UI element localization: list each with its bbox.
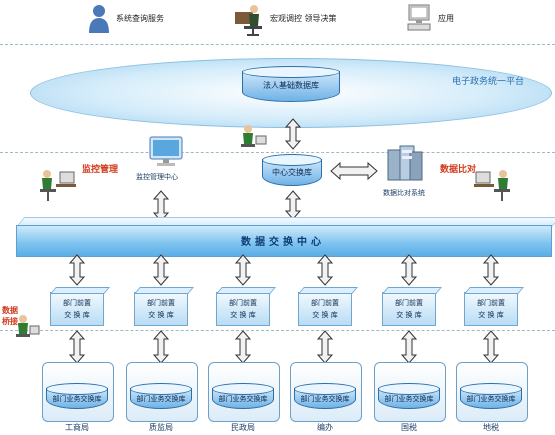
department-name: 地税	[483, 423, 499, 432]
department-db: 部门业务交换库	[460, 383, 522, 409]
department-name: 编办	[317, 423, 333, 432]
department-db-label: 部门业务交换库	[218, 395, 268, 403]
department-db: 部门业务交换库	[130, 383, 192, 409]
front-exchange-box: 部门前置交 换 库	[464, 292, 518, 326]
computer-icon	[406, 4, 432, 32]
department-db: 部门业务交换库	[212, 383, 274, 409]
operator-bridge-icon	[14, 314, 40, 344]
top-label-leader: 宏观调控 领导决策	[270, 14, 337, 23]
monitor-title: 监控管理	[82, 165, 119, 175]
separator-line	[0, 330, 555, 331]
front-exchange-box: 部门前置交 换 库	[134, 292, 188, 326]
bridge-label: 数据 桥接	[2, 306, 18, 326]
front-box-line1: 部门前置	[311, 299, 339, 307]
front-exchange-box: 部门前置交 换 库	[382, 292, 436, 326]
front-box-line2: 交 换 库	[312, 311, 338, 319]
arrow-vertical	[152, 254, 170, 290]
front-box-line1: 部门前置	[395, 299, 423, 307]
department-name: 工商局	[65, 423, 89, 432]
front-box-line2: 交 换 库	[64, 311, 90, 319]
central-exchange-db: 中心交换库	[262, 154, 322, 186]
central-exchange-db-label: 中心交换库	[272, 168, 312, 177]
monitor-icon	[148, 136, 184, 168]
arrow-horizontal	[330, 161, 378, 184]
front-box-line2: 交 换 库	[396, 311, 422, 319]
department-name: 质监局	[149, 423, 173, 432]
separator-line	[0, 44, 555, 45]
front-box-line1: 部门前置	[147, 299, 175, 307]
operator-central-icon	[238, 124, 268, 156]
front-box-line1: 部门前置	[229, 299, 257, 307]
front-box-line2: 交 换 库	[148, 311, 174, 319]
compare-system-label: 数据比对系统	[383, 189, 425, 197]
arrow-vertical	[316, 254, 334, 290]
department-db: 部门业务交换库	[294, 383, 356, 409]
server-icon	[386, 142, 424, 186]
arrow-vertical	[68, 254, 86, 290]
operator-right-icon	[474, 168, 514, 202]
platform-label: 电子政务统一平台	[452, 77, 525, 87]
department-db-label: 部门业务交换库	[52, 395, 102, 403]
department-db: 部门业务交换库	[378, 383, 440, 409]
department-db-label: 部门业务交换库	[384, 395, 434, 403]
front-exchange-box: 部门前置交 换 库	[50, 292, 104, 326]
compare-title: 数据比对	[440, 165, 477, 175]
legal-person-database-label: 法人基础数据库	[263, 81, 319, 90]
front-box-line1: 部门前置	[477, 299, 505, 307]
user-icon	[88, 4, 110, 34]
top-label-query: 系统查询服务	[116, 14, 164, 23]
department-name: 国税	[401, 423, 417, 432]
department-db-label: 部门业务交换库	[300, 395, 350, 403]
front-exchange-box: 部门前置交 换 库	[298, 292, 352, 326]
department-db-label: 部门业务交换库	[136, 395, 186, 403]
front-box-line2: 交 换 库	[478, 311, 504, 319]
legal-person-database: 法人基础数据库	[242, 66, 340, 102]
arrow-vertical	[400, 254, 418, 290]
monitor-center-label: 监控管理中心	[136, 173, 178, 181]
arrow-vertical	[284, 118, 302, 154]
front-box-line1: 部门前置	[63, 299, 91, 307]
arrow-vertical	[234, 254, 252, 290]
department-name: 民政局	[231, 423, 255, 432]
exchange-center-band	[16, 225, 552, 257]
front-exchange-box: 部门前置交 换 库	[216, 292, 270, 326]
arrow-vertical	[482, 254, 500, 290]
separator-line	[0, 152, 555, 153]
exchange-center-label: 数据交换中心	[241, 237, 325, 248]
top-label-apply: 应用	[438, 14, 454, 23]
leader-icon	[232, 2, 266, 36]
department-db: 部门业务交换库	[46, 383, 108, 409]
front-box-line2: 交 换 库	[230, 311, 256, 319]
operator-left-icon	[36, 168, 76, 202]
department-db-label: 部门业务交换库	[466, 395, 516, 403]
